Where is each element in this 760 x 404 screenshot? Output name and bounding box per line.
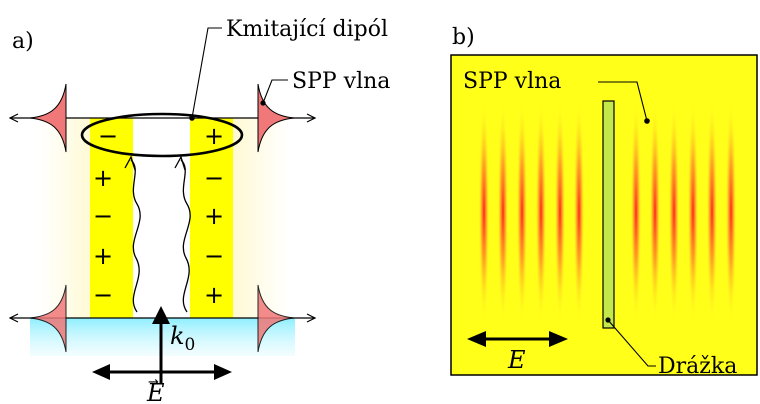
e-label-a: E [146,379,165,404]
left-sign-1: − [93,202,113,230]
dipole-leader-line [191,27,222,119]
left-wavy-arrowhead [124,155,136,171]
right-sign-1: + [204,202,224,230]
fringe-group [478,100,737,324]
groove-leader-line [607,319,656,367]
groove-label: Drážka [658,354,737,379]
fringe-10 [706,100,718,324]
fringe-1 [497,100,509,324]
bottom-left-arrowhead [8,313,19,323]
fringe-9 [687,100,699,324]
fringe-5 [573,100,585,324]
e-arrow-head-left-b [467,331,486,347]
fringe-2 [516,100,528,324]
bottom-right-arrowhead [306,313,317,323]
spp-leader-dot [260,100,266,106]
left-sign-2: + [93,242,113,270]
right-wavy-arrowhead [174,155,186,171]
panel-a: a) − + Kmitající dipól SPP vlna [8,17,390,404]
spp-lobe-bottom-left [29,284,67,353]
right-column-signs: − + − + [204,164,224,309]
panel-b: b) SPP vlna E Drážka [450,25,758,379]
left-sign-0: + [93,164,113,192]
fringe-6 [630,100,642,324]
e-vector-mark: → [148,375,159,390]
spp-label-a: SPP vlna [292,69,390,94]
spp-leader-dot-b [644,118,650,124]
dipole-leader-dot [189,115,195,121]
dipole-label: Kmitající dipól [226,17,388,42]
right-wavy-line [180,159,191,313]
k0-label: k0 [170,322,195,355]
top-right-arrowhead [306,113,317,123]
spp-leader-line-b [598,81,648,122]
right-sign-0: − [204,164,224,192]
fringe-8 [668,100,680,324]
panel-a-label: a) [12,29,34,54]
fringe-4 [554,100,566,324]
left-wavy-line [130,159,141,313]
groove [602,100,615,329]
fringe-3 [535,100,547,324]
right-sign-3: + [204,281,224,309]
e-label-b: E [507,346,526,374]
fringe-0 [478,100,490,324]
panel-b-label: b) [452,25,475,50]
k0-arrow-head [152,306,170,324]
top-left-arrowhead [8,113,19,123]
left-column-signs: + − + − [93,164,113,309]
dipole-ellipse [80,112,244,158]
right-sign-2: − [204,242,224,270]
fringe-11 [725,100,737,324]
e-arrow-head-right-a [214,364,232,380]
e-arrow-head-right-b [549,331,568,347]
spp-label-b: SPP vlna [463,69,561,94]
groove-leader-dot [605,317,611,323]
e-arrow-head-left-a [92,364,110,380]
dipole-right-sign: + [204,122,224,150]
spp-lobe-top-left [29,83,67,153]
spp-leader-line [262,79,288,104]
dipole-left-sign: − [98,122,118,150]
fringe-7 [649,100,661,324]
left-sign-3: − [93,281,113,309]
spp-lobe-bottom-right [257,284,295,353]
